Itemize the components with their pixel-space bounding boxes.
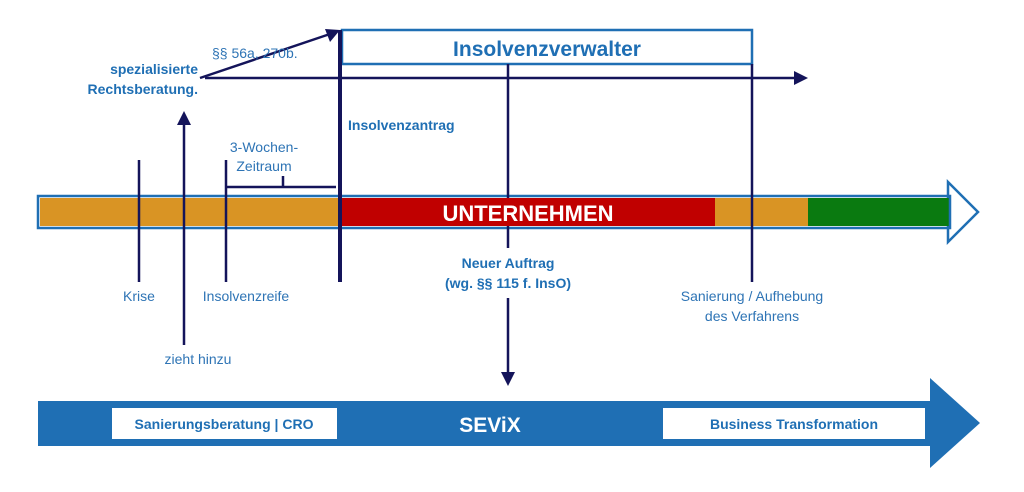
specialized-label-line2: Rechtsberatung. bbox=[88, 81, 198, 97]
brings-in-label: zieht hinzu bbox=[165, 351, 232, 367]
new-order-label-line1: Neuer Auftrag bbox=[462, 255, 555, 271]
insolvency-filing-label: Insolvenzantrag bbox=[348, 117, 455, 133]
specialized-label-line1: spezialisierte bbox=[110, 61, 198, 77]
sevix-band-arrow bbox=[38, 378, 980, 468]
timeline-segment-healthy bbox=[808, 198, 950, 226]
timeline-segment-crisis bbox=[40, 198, 340, 226]
sevix-left-box-label: Sanierungsberatung | CRO bbox=[135, 416, 314, 432]
timeline-segment-recovery bbox=[715, 198, 808, 226]
three-weeks-label-line2: Zeitraum bbox=[236, 158, 291, 174]
paragraphs-arrow-line bbox=[199, 32, 331, 80]
crisis-label: Krise bbox=[123, 288, 155, 304]
new-order-label-line2: (wg. §§ 115 f. InsO) bbox=[445, 275, 571, 291]
three-weeks-label-line1: 3-Wochen- bbox=[230, 139, 299, 155]
restructuring-label-line1: Sanierung / Aufhebung bbox=[681, 288, 823, 304]
sevix-right-box bbox=[663, 408, 925, 439]
timeline-arrow-head bbox=[946, 178, 980, 246]
restructuring-label-line2: des Verfahrens bbox=[705, 308, 799, 324]
insolvency-maturity-label: Insolvenzreife bbox=[203, 288, 290, 304]
sevix-right-box-label: Business Transformation bbox=[710, 416, 878, 432]
brings-in-arrow-head bbox=[177, 111, 191, 125]
timeline-segment-insolvency bbox=[340, 198, 715, 226]
sevix-center-label: SEViX bbox=[459, 414, 520, 437]
paragraphs-arrow-head bbox=[325, 29, 340, 42]
timeline-bar-outline bbox=[36, 194, 952, 230]
paragraphs-label: §§ 56a, 270b. bbox=[212, 45, 298, 61]
legal-advice-arrow-head bbox=[794, 71, 808, 85]
timeline-label: UNTERNEHMEN bbox=[442, 201, 613, 226]
administrator-label: Insolvenzverwalter bbox=[453, 38, 641, 61]
sevix-left-box bbox=[112, 408, 337, 439]
new-order-down-arrow-head bbox=[501, 372, 515, 386]
